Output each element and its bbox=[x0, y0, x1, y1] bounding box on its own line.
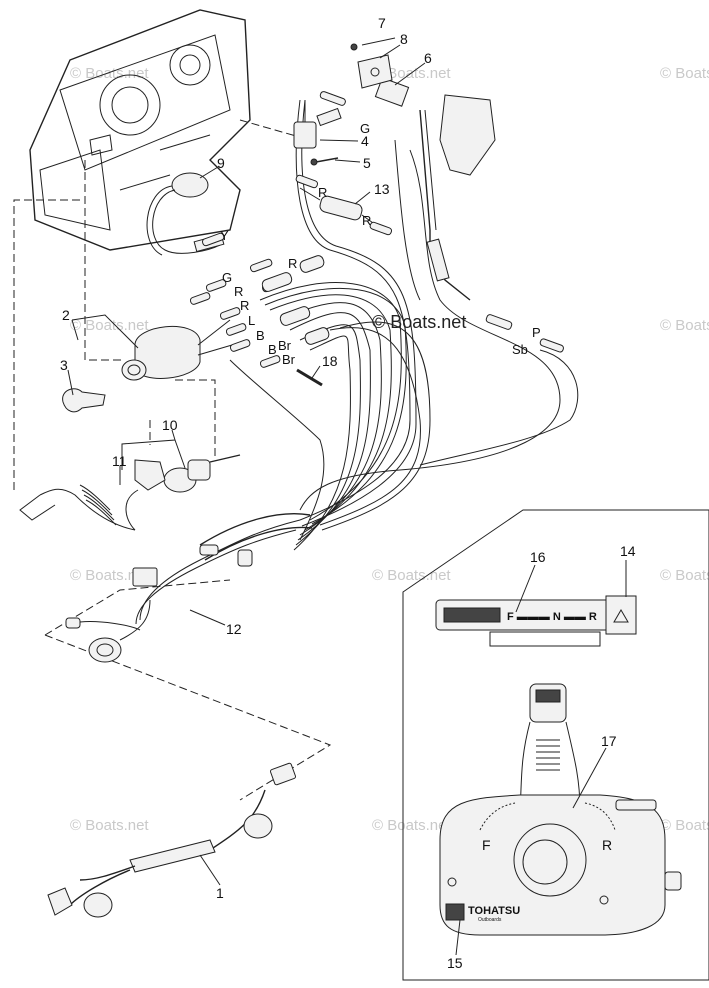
callout-14: 14 bbox=[620, 543, 636, 559]
callout-3: 3 bbox=[60, 357, 68, 373]
extension-harness-1 bbox=[47, 762, 297, 918]
watermark-text: © Boats.net bbox=[372, 567, 451, 584]
wiring-harness bbox=[135, 99, 579, 625]
wire-label-y: Y bbox=[220, 228, 229, 243]
switch-4 bbox=[293, 100, 342, 166]
key-3 bbox=[62, 388, 106, 413]
watermark-text: © Boats.net bbox=[660, 567, 709, 584]
wire-label-sb: Sb bbox=[512, 342, 528, 357]
callout-2: 2 bbox=[62, 307, 70, 323]
wire-label-l: L bbox=[248, 313, 255, 328]
brand-name: TOHATSU bbox=[468, 905, 520, 917]
watermark-text: © Boats.net bbox=[660, 817, 709, 834]
callout-10: 10 bbox=[162, 417, 178, 433]
wire-labels: G R R Y G R R R L B B Br Br P Sb bbox=[220, 121, 541, 367]
callout-11: 11 bbox=[112, 453, 127, 469]
neutral-switch-cable bbox=[374, 77, 496, 301]
bracket-8 bbox=[350, 43, 393, 89]
watermark-main: © Boats.net bbox=[372, 312, 466, 332]
control-box-housing bbox=[29, 9, 251, 251]
callout-4: 4 bbox=[361, 133, 369, 149]
callout-1: 1 bbox=[216, 885, 224, 901]
wire-label-r: R bbox=[318, 185, 327, 200]
wire-label-r: R bbox=[240, 298, 249, 313]
watermark-text: © Boats.net bbox=[660, 317, 709, 334]
callout-7: 7 bbox=[378, 15, 386, 31]
wire-label-g: G bbox=[222, 270, 232, 285]
lanyard-11 bbox=[19, 484, 139, 531]
callout-13: 13 bbox=[374, 181, 390, 197]
watermark-text: © Boats.net bbox=[660, 65, 709, 82]
wire-label-r: R bbox=[362, 213, 371, 228]
lever-r-label: R bbox=[602, 837, 612, 853]
callout-6: 6 bbox=[424, 50, 432, 66]
watermark-text: © Boats.net bbox=[372, 817, 451, 834]
wire-label-br: Br bbox=[278, 338, 292, 353]
callout-5: 5 bbox=[363, 155, 371, 171]
cotter-pin-18 bbox=[296, 368, 323, 387]
callout-12: 12 bbox=[226, 621, 242, 637]
wire-label-g: G bbox=[360, 121, 370, 136]
callout-15: 15 bbox=[447, 955, 463, 971]
callout-16: 16 bbox=[530, 549, 546, 565]
callout-leaders bbox=[67, 37, 627, 956]
harness-12 bbox=[65, 544, 253, 663]
watermark-text: © Boats.net bbox=[70, 317, 149, 334]
wire-label-b: B bbox=[268, 342, 277, 357]
watermark-text: © Boats.net bbox=[70, 65, 149, 82]
callout-8: 8 bbox=[400, 31, 408, 47]
bullet-connectors bbox=[189, 91, 564, 368]
main-switch-2 bbox=[121, 319, 233, 381]
leader-lines bbox=[13, 119, 332, 801]
callout-9: 9 bbox=[217, 155, 225, 171]
lever-f-label: F bbox=[482, 837, 491, 853]
gauge-scale-label: F ▬▬▬ N ▬▬ R bbox=[507, 611, 597, 623]
callout-18: 18 bbox=[322, 353, 338, 369]
callout-numbers: 7 8 6 4 5 9 13 2 3 10 11 12 18 16 14 17 … bbox=[60, 15, 636, 971]
remote-control-inset: F ▬▬▬ N ▬▬ R F R TOHATSU Outboards bbox=[402, 509, 709, 981]
wire-label-p: P bbox=[532, 325, 541, 340]
watermark-grid: © Boats.net © Boats.net © Boats.net © Bo… bbox=[70, 65, 709, 834]
callout-17: 17 bbox=[601, 733, 617, 749]
watermark-text: © Boats.net bbox=[70, 567, 149, 584]
stop-switch-10 bbox=[134, 454, 241, 493]
watermark-text: © Boats.net bbox=[70, 817, 149, 834]
wire-label-b: B bbox=[256, 328, 265, 343]
wire-label-r: R bbox=[234, 284, 243, 299]
brand-sub: Outboards bbox=[478, 917, 502, 923]
wire-label-br: Br bbox=[282, 352, 296, 367]
wire-label-r: R bbox=[288, 256, 297, 271]
